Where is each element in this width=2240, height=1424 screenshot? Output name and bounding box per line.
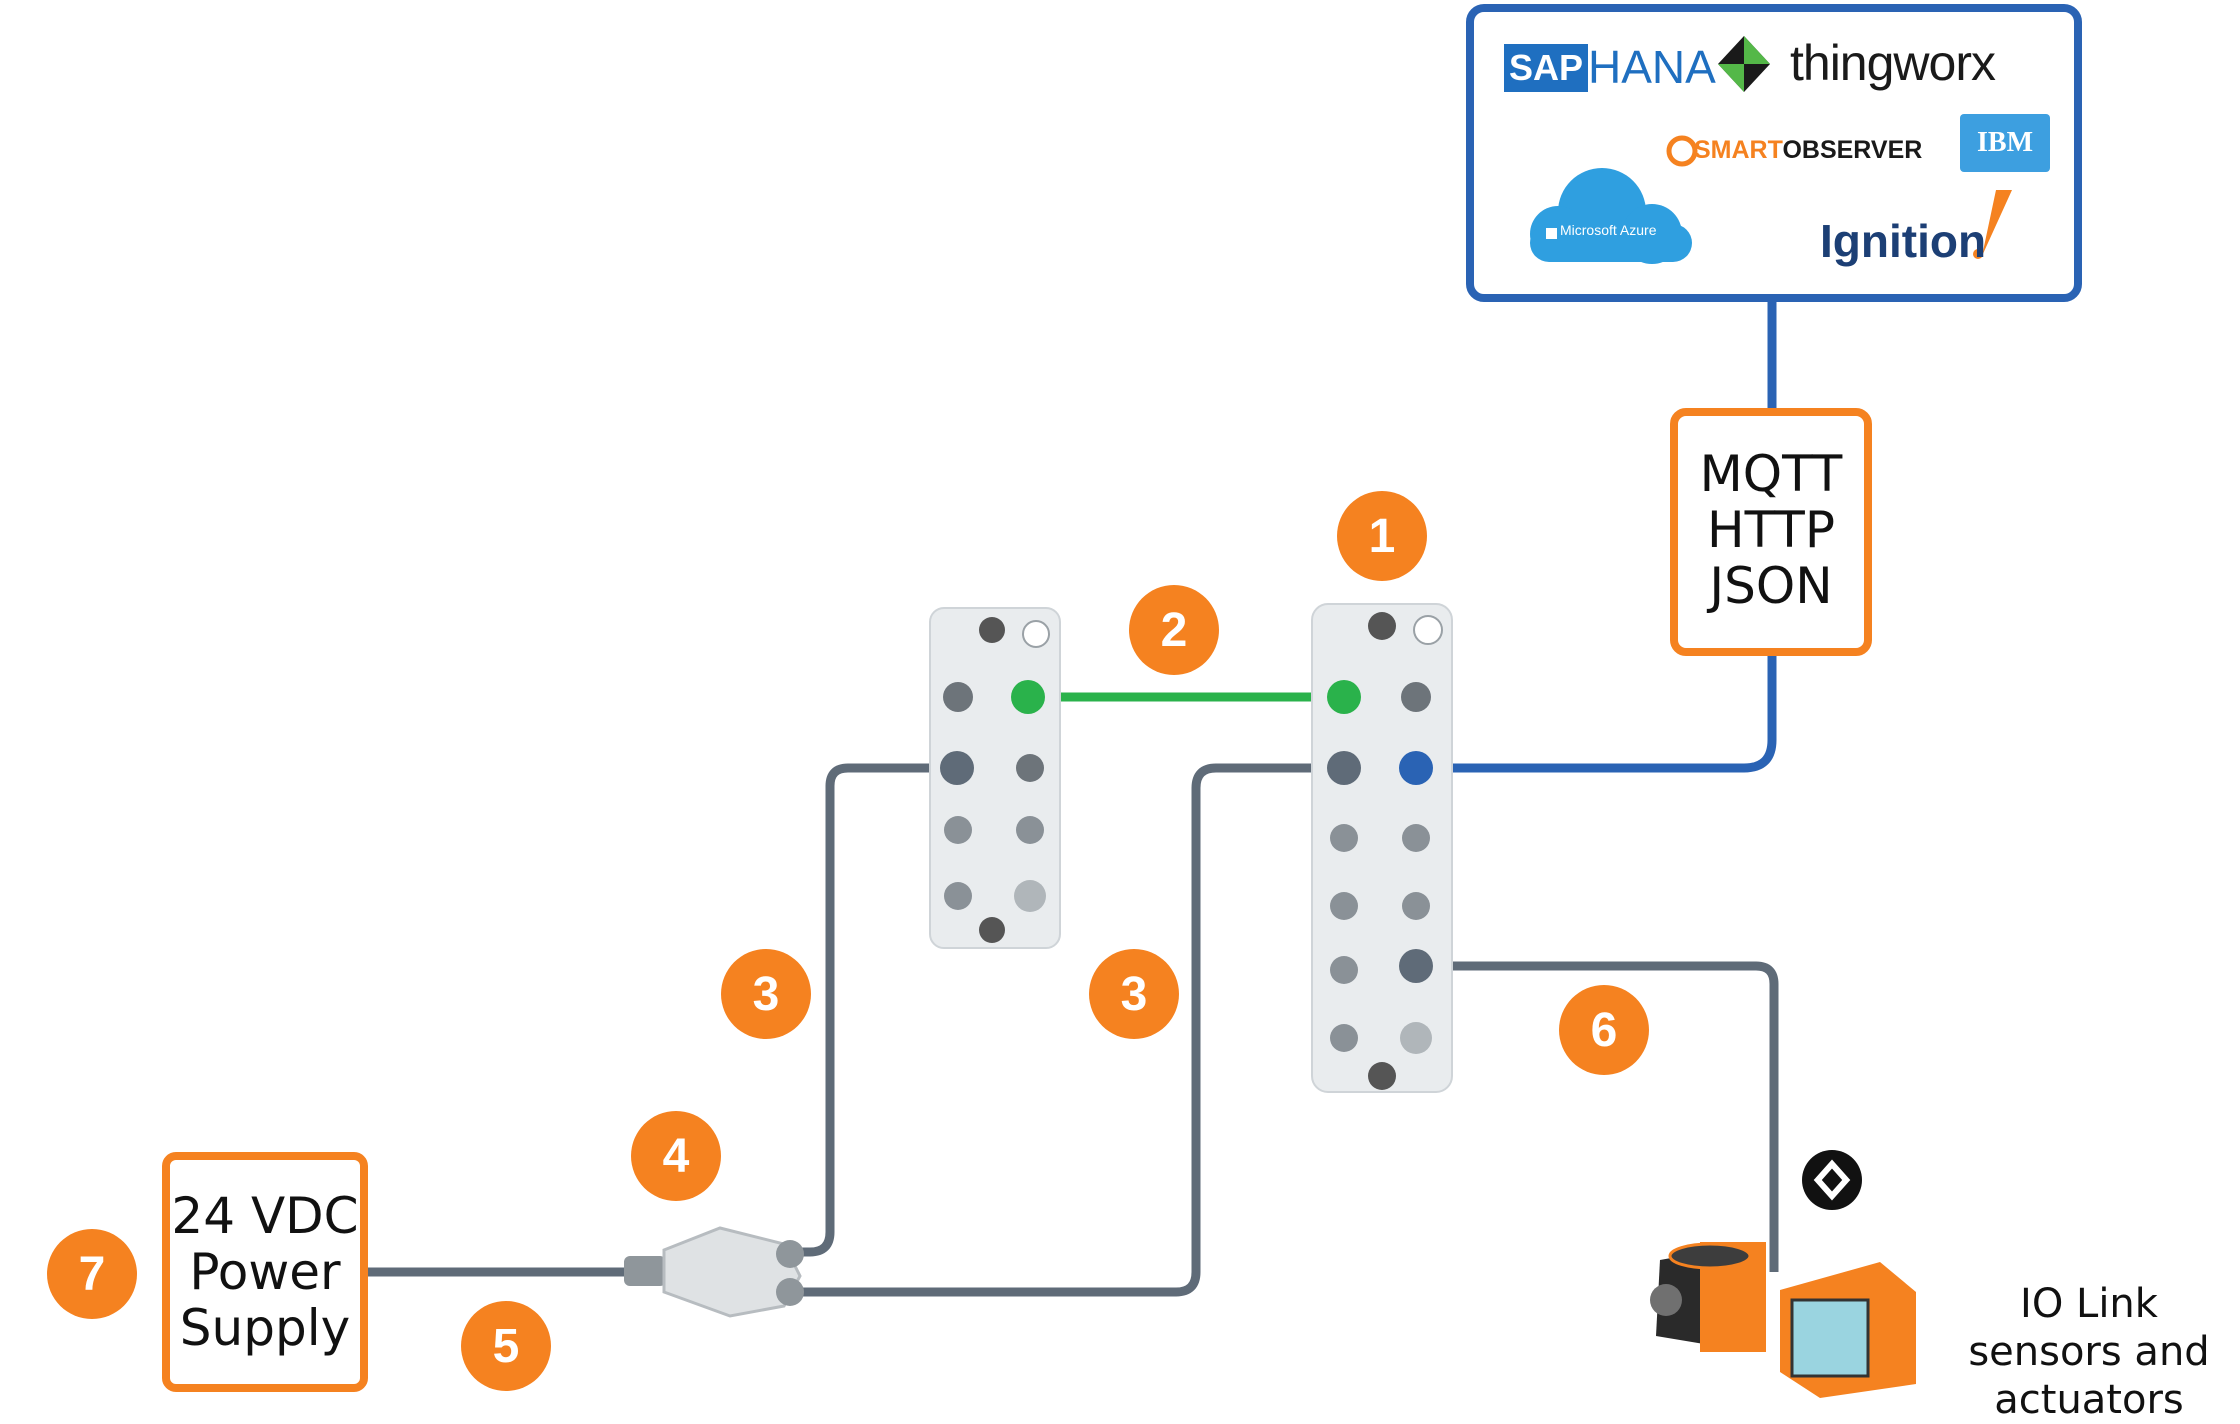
y-splitter-connector bbox=[624, 1226, 804, 1318]
protocol-box bbox=[1670, 408, 1872, 656]
callout-4: 4 bbox=[631, 1111, 721, 1201]
callout-7: 7 bbox=[47, 1229, 137, 1319]
io-link-actuator-device bbox=[1780, 1262, 1916, 1398]
callout-3b: 3 bbox=[1089, 949, 1179, 1039]
power-supply-box bbox=[162, 1152, 368, 1392]
power-cable-module-a bbox=[790, 763, 957, 1257]
io-link-cable bbox=[1415, 961, 1779, 1272]
callout-3a: 3 bbox=[721, 949, 811, 1039]
io-link-master-module-b bbox=[1311, 603, 1453, 1093]
ignition-logo-icon bbox=[1973, 190, 2012, 259]
callout-3b-label: 3 bbox=[1121, 968, 1148, 1021]
callout-3a-label: 3 bbox=[753, 968, 780, 1021]
callout-4-label: 4 bbox=[663, 1130, 690, 1183]
ethernet-port-a bbox=[1011, 680, 1045, 714]
io-link-port bbox=[1399, 949, 1433, 983]
thingworx-logo-icon bbox=[1718, 36, 1770, 92]
callout-1: 1 bbox=[1337, 491, 1427, 581]
callout-6-label: 6 bbox=[1591, 1004, 1618, 1057]
callout-5-label: 5 bbox=[493, 1320, 520, 1373]
smartobserver-logo-icon bbox=[1666, 135, 1698, 167]
mqtt-port bbox=[1399, 751, 1433, 785]
callout-1-label: 1 bbox=[1369, 510, 1396, 563]
link-mqtt-line-lower bbox=[1415, 655, 1777, 773]
callout-5: 5 bbox=[461, 1301, 551, 1391]
power-cable-module-b bbox=[800, 763, 1340, 1297]
io-link-sensor-device bbox=[1650, 1242, 1766, 1352]
callout-2-label: 2 bbox=[1161, 604, 1188, 657]
callout-6: 6 bbox=[1559, 985, 1649, 1075]
callout-2: 2 bbox=[1129, 585, 1219, 675]
ethernet-port-b bbox=[1327, 680, 1361, 714]
power-port-a bbox=[940, 751, 974, 785]
power-port-b bbox=[1327, 751, 1361, 785]
azure-cloud-icon bbox=[1530, 168, 1692, 264]
callout-7-label: 7 bbox=[79, 1248, 106, 1301]
io-link-symbol-icon bbox=[1802, 1150, 1862, 1210]
